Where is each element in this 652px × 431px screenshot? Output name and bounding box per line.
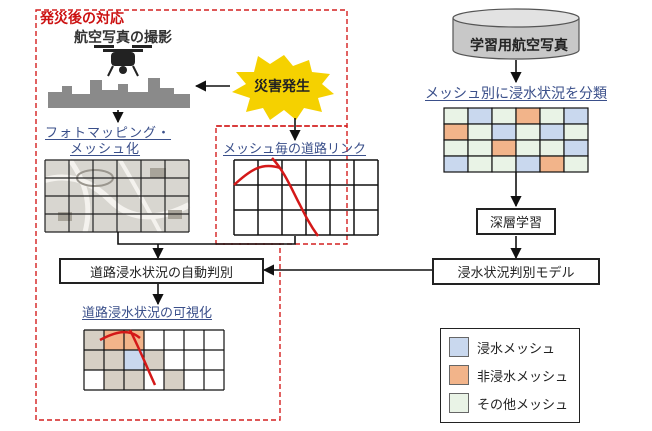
mesh-cell-other — [563, 155, 589, 173]
mesh-cell-other — [491, 155, 517, 173]
legend-flooded-label: 浸水メッシュ — [477, 341, 556, 357]
auto-judgment-box: 道路浸水状況の自動判別 — [59, 258, 264, 284]
aerial-photo-title: 航空写真の撮影 — [74, 30, 172, 46]
mesh-cell-other — [467, 139, 493, 157]
mesh-cell-flooded — [563, 107, 589, 125]
road-link-grid — [233, 157, 379, 237]
legend-item-flooded: 浸水メッシュ — [449, 337, 555, 357]
mesh-cell-other — [515, 139, 541, 157]
deep-learning-label: 深層学習 — [489, 216, 542, 231]
mesh-cell-other — [467, 155, 493, 173]
mesh-cell-other — [443, 107, 469, 125]
mesh-cell-other — [443, 139, 469, 157]
mesh-cell-non-flooded — [491, 139, 517, 157]
mesh-cell-flooded — [563, 139, 589, 157]
visualize-label: 道路浸水状況の可視化 — [82, 306, 213, 321]
classify-mesh-label: メッシュ別に浸水状況を分類 — [425, 86, 607, 102]
mesh-cell-flooded — [443, 155, 469, 173]
photo-mosaic — [44, 158, 191, 233]
legend-item-other: その他メッシュ — [449, 393, 568, 413]
mesh-cell-flooded — [539, 123, 565, 141]
photo-mapping-label-2: メッシュ化 — [70, 142, 141, 157]
classification-grid — [443, 107, 589, 173]
legend: 浸水メッシュ 非浸水メッシュ その他メッシュ — [440, 328, 580, 423]
mesh-cell-flooded — [491, 123, 517, 141]
judgment-model-label: 浸水状況判別モデル — [457, 266, 575, 281]
judgment-model-box: 浸水状況判別モデル — [432, 258, 600, 285]
mesh-cell-flooded — [515, 155, 541, 173]
post-disaster-title: 発災後の対応 — [40, 11, 124, 27]
mesh-cell-other — [467, 123, 493, 141]
connector-mosaic — [117, 232, 158, 245]
legend-other-label: その他メッシュ — [477, 397, 569, 413]
deep-learning-box: 深層学習 — [476, 208, 556, 235]
visualization-grid — [83, 329, 225, 391]
database-icon — [452, 8, 580, 60]
mesh-cell-other — [515, 123, 541, 141]
drone-icon — [94, 45, 152, 77]
mesh-cell-other — [491, 107, 517, 125]
mesh-cell-non-flooded — [539, 155, 565, 173]
mesh-cell-other — [539, 107, 565, 125]
legend-non-flooded-label: 非浸水メッシュ — [477, 369, 569, 385]
disaster-burst-icon — [232, 55, 334, 120]
mesh-cell-flooded — [467, 107, 493, 125]
mesh-road-link-label: メッシュ毎の道路リンク — [223, 142, 367, 157]
mesh-cell-other — [563, 123, 589, 141]
auto-judgment-label: 道路浸水状況の自動判別 — [89, 265, 233, 281]
photo-mapping-label-1: フォトマッピング・ — [45, 126, 172, 141]
training-photos-label: 学習用航空写真 — [470, 38, 568, 54]
legend-item-non-flooded: 非浸水メッシュ — [449, 365, 568, 385]
flooded-swatch — [449, 337, 469, 357]
mesh-cell-non-flooded — [443, 123, 469, 141]
mesh-cell-other — [539, 139, 565, 157]
city-skyline-icon — [48, 78, 190, 108]
non-flooded-swatch — [449, 365, 469, 385]
disaster-label: 災害発生 — [254, 79, 310, 95]
mesh-cell-non-flooded — [515, 107, 541, 125]
connector-roadlink — [158, 236, 296, 245]
other-swatch — [449, 393, 469, 413]
